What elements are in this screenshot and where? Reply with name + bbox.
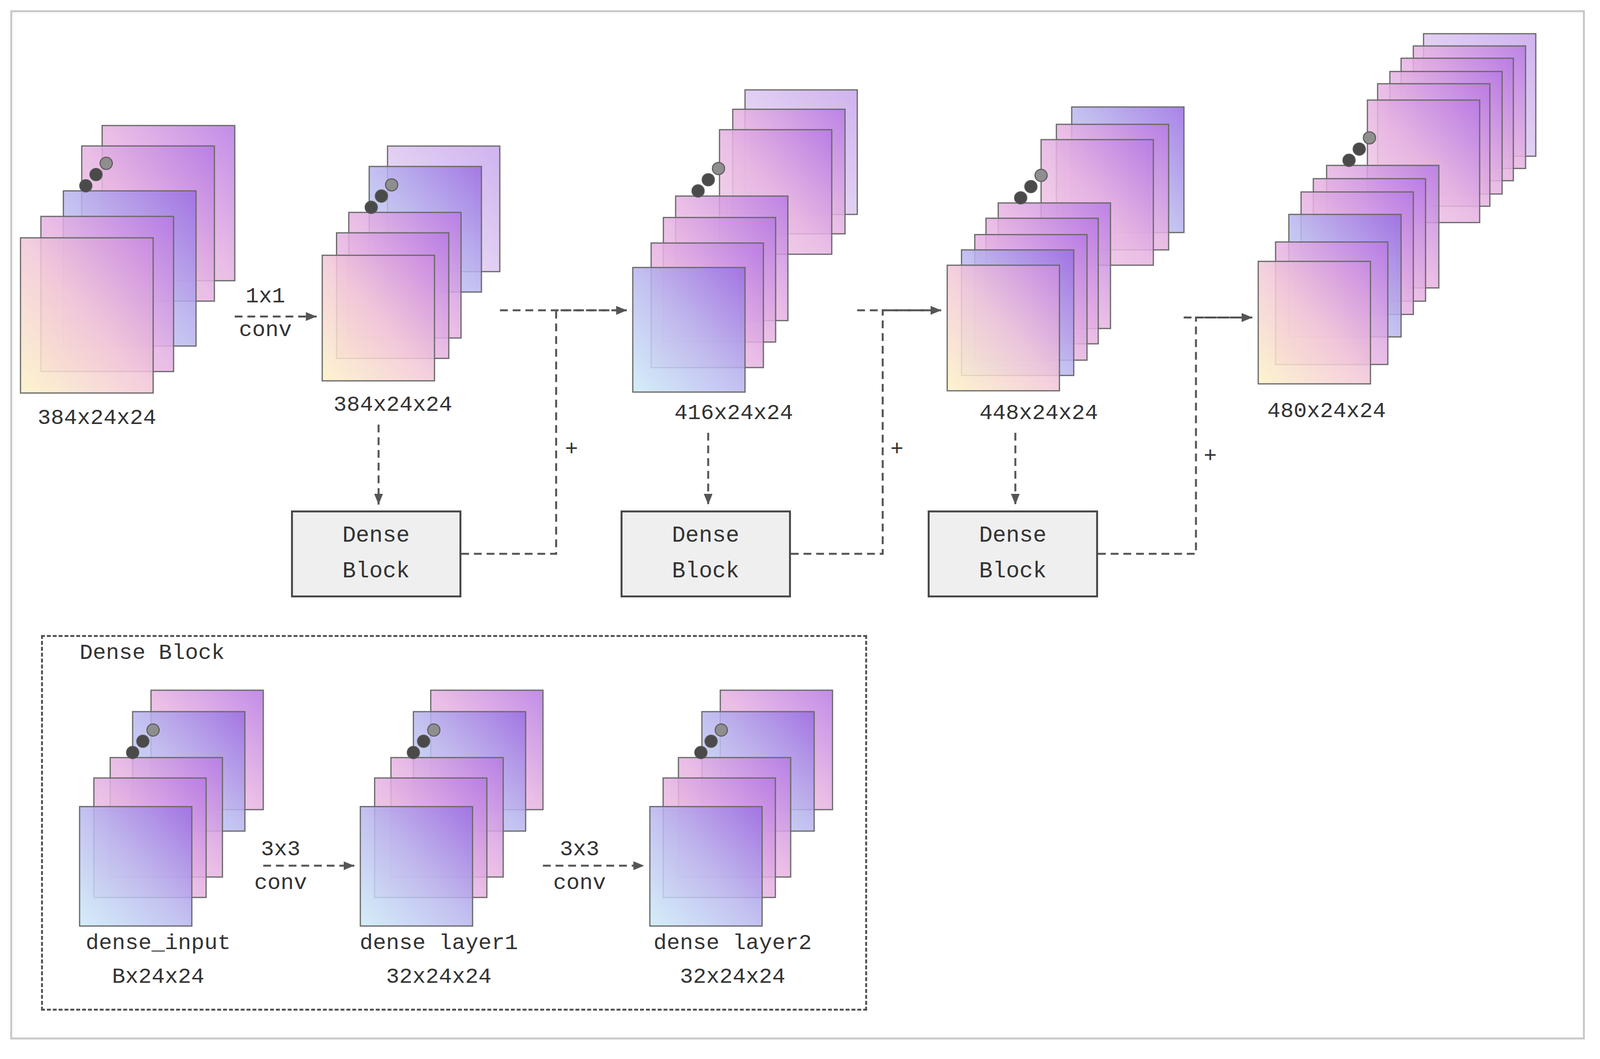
dimension-label-group: 416x24x24	[674, 396, 793, 431]
ellipsis-dot	[1363, 131, 1376, 145]
group-heading: Dense Block	[79, 640, 225, 667]
ellipsis-dot	[712, 162, 725, 175]
dashed-arrow	[263, 864, 355, 867]
dimension-label-group: dense layer132x24x24	[359, 926, 519, 994]
ellipsis-dot	[1024, 180, 1037, 193]
dimension-label: 448x24x24	[979, 396, 1099, 431]
ellipsis-dot	[365, 201, 378, 214]
ellipsis-dot	[1014, 191, 1027, 205]
feature-map-layer	[360, 806, 473, 926]
feature-map-stack	[79, 689, 264, 926]
dashed-arrow	[377, 424, 380, 505]
ellipsis-dot	[146, 723, 160, 736]
ellipsis-dot	[1342, 154, 1355, 167]
dense-block-group: Dense Block dense_inputBx24x24 dense layer…	[41, 634, 868, 1011]
dense-block-box: Dense Block	[620, 510, 791, 598]
dashed-arrow	[542, 864, 645, 867]
feature-map-layer	[632, 267, 746, 393]
dimension-label-group: dense_inputBx24x24	[85, 926, 231, 994]
dimension-label: 32x24x24	[653, 959, 812, 994]
dense-block-box: Dense Block	[290, 510, 462, 598]
edge-label: 1x1 conv	[238, 279, 292, 348]
edge-label: +	[564, 432, 579, 466]
ellipsis-dot	[705, 734, 718, 748]
feature-map-layer	[947, 265, 1060, 391]
feature-map-layer	[649, 806, 763, 926]
feature-map-stack	[947, 106, 1185, 391]
ellipsis-dot	[427, 723, 440, 736]
dimension-label-group: dense layer232x24x24	[653, 926, 812, 994]
edge-label: 3x3 conv	[553, 832, 606, 900]
block-title: Dense Block	[342, 518, 410, 590]
dashed-arrow	[499, 309, 627, 312]
ellipsis-dot	[136, 734, 149, 748]
feature-map-node: dense layer232x24x24	[649, 689, 833, 995]
dashed-arrow	[234, 315, 317, 318]
dense-block-box: Dense Block	[927, 510, 1099, 598]
feature-map-node: 384x24x24	[20, 125, 235, 436]
feature-map-stack	[322, 145, 500, 381]
dimension-label: 416x24x24	[674, 396, 793, 431]
dimension-label: Bx24x24	[85, 959, 231, 994]
ellipsis-dot	[375, 189, 388, 203]
ellipsis-dot	[407, 746, 420, 759]
feature-map-layer	[79, 806, 192, 926]
ellipsis-dot	[417, 734, 430, 748]
feature-map-stack	[360, 689, 543, 926]
ellipsis-dot	[694, 746, 707, 759]
block-title: Dense Block	[671, 518, 740, 590]
ellipsis-dot	[100, 157, 113, 170]
feature-map-node: 448x24x24	[947, 106, 1185, 431]
dimension-label-group: 384x24x24	[333, 388, 453, 422]
feature-map-stack	[20, 125, 235, 394]
ellipsis-dot	[126, 746, 139, 759]
ellipsis-dot	[702, 173, 715, 186]
block-title: Dense Block	[978, 518, 1047, 590]
dashed-arrow	[790, 310, 942, 554]
edge-label: +	[890, 432, 904, 466]
dimension-label: dense layer2	[653, 926, 812, 960]
dimension-label: dense layer1	[359, 926, 519, 960]
feature-map-layer	[322, 254, 435, 381]
ellipsis-dot	[89, 168, 103, 181]
ellipsis-dot	[1034, 169, 1047, 182]
ellipsis-dot	[715, 723, 728, 736]
dimension-label-group: 480x24x24	[1267, 394, 1386, 429]
dimension-label: 384x24x24	[333, 388, 453, 422]
dashed-arrow	[1014, 432, 1017, 505]
dimension-label-group: 384x24x24	[37, 401, 157, 436]
ellipsis-dot	[385, 178, 398, 191]
feature-map-stack	[632, 89, 858, 393]
ellipsis-dot	[79, 179, 92, 192]
feature-map-node: 416x24x24	[632, 89, 858, 431]
feature-map-stack	[1258, 33, 1536, 384]
feature-map-layer	[1258, 261, 1371, 384]
feature-map-layer	[20, 237, 154, 394]
dashed-arrow	[857, 309, 942, 312]
dashed-arrow	[461, 310, 627, 554]
feature-map-node: dense layer132x24x24	[360, 689, 543, 995]
dashed-arrow	[1098, 317, 1253, 554]
ellipsis-dot	[691, 184, 705, 197]
dimension-label: 384x24x24	[37, 401, 157, 436]
dimension-label: 32x24x24	[359, 959, 519, 994]
dashed-arrow	[706, 432, 709, 505]
edge-label: +	[1203, 439, 1217, 474]
ellipsis-dot	[1352, 143, 1366, 156]
dashed-arrow	[1183, 316, 1253, 319]
feature-map-node: dense_inputBx24x24	[79, 689, 264, 995]
feature-map-stack	[649, 689, 833, 926]
dimension-label-group: 448x24x24	[979, 396, 1099, 431]
feature-map-node: 384x24x24	[322, 145, 500, 423]
feature-map-node: 480x24x24	[1258, 33, 1536, 429]
edge-label: 3x3 conv	[254, 832, 308, 900]
dimension-label: 480x24x24	[1267, 394, 1386, 429]
dimension-label: dense_input	[85, 926, 231, 960]
